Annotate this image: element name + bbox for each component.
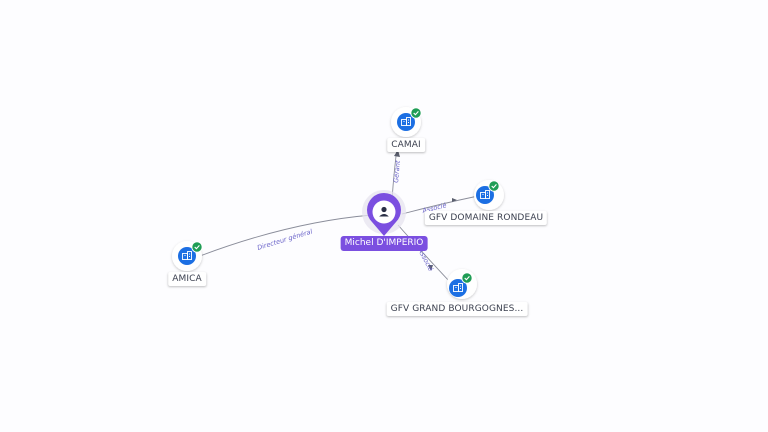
check-badge-icon (191, 241, 203, 253)
person-node[interactable] (362, 190, 406, 236)
company-node-amica[interactable] (172, 241, 203, 271)
building-icon (401, 117, 411, 126)
edge-label-amica: Directeur général (256, 227, 313, 251)
company-label-amica[interactable]: AMICA (168, 272, 206, 286)
person-icon (379, 206, 389, 217)
company-label-gfv-grand-bourgognes[interactable]: GFV GRAND BOURGOGNES... (386, 302, 528, 316)
building-icon (480, 190, 490, 199)
building-icon (182, 251, 192, 260)
check-badge-icon (410, 107, 422, 119)
edge-arrow-gfv-domaine-rondeau (452, 198, 457, 202)
edge-label-camai: Gérant (392, 160, 402, 183)
edge-gfv-domaine-rondeau (401, 195, 479, 215)
person-name-label[interactable]: Michel D'IMPERIO (340, 236, 428, 251)
company-node-gfv-grand-bourgognes[interactable] (447, 269, 477, 299)
edge-arrow-gfv-grand-bourgognes (428, 265, 433, 271)
check-badge-icon (461, 272, 473, 284)
check-badge-icon (488, 180, 500, 192)
company-label-gfv-domaine-rondeau[interactable]: GFV DOMAINE RONDEAU (424, 211, 548, 225)
edge-amica (199, 214, 373, 257)
building-icon (453, 283, 463, 292)
company-node-gfv-domaine-rondeau[interactable] (474, 180, 504, 210)
company-label-camai[interactable]: CAMAI (387, 138, 425, 152)
edge-gfv-grand-bourgognes (397, 224, 451, 283)
company-node-camai[interactable] (391, 107, 422, 137)
